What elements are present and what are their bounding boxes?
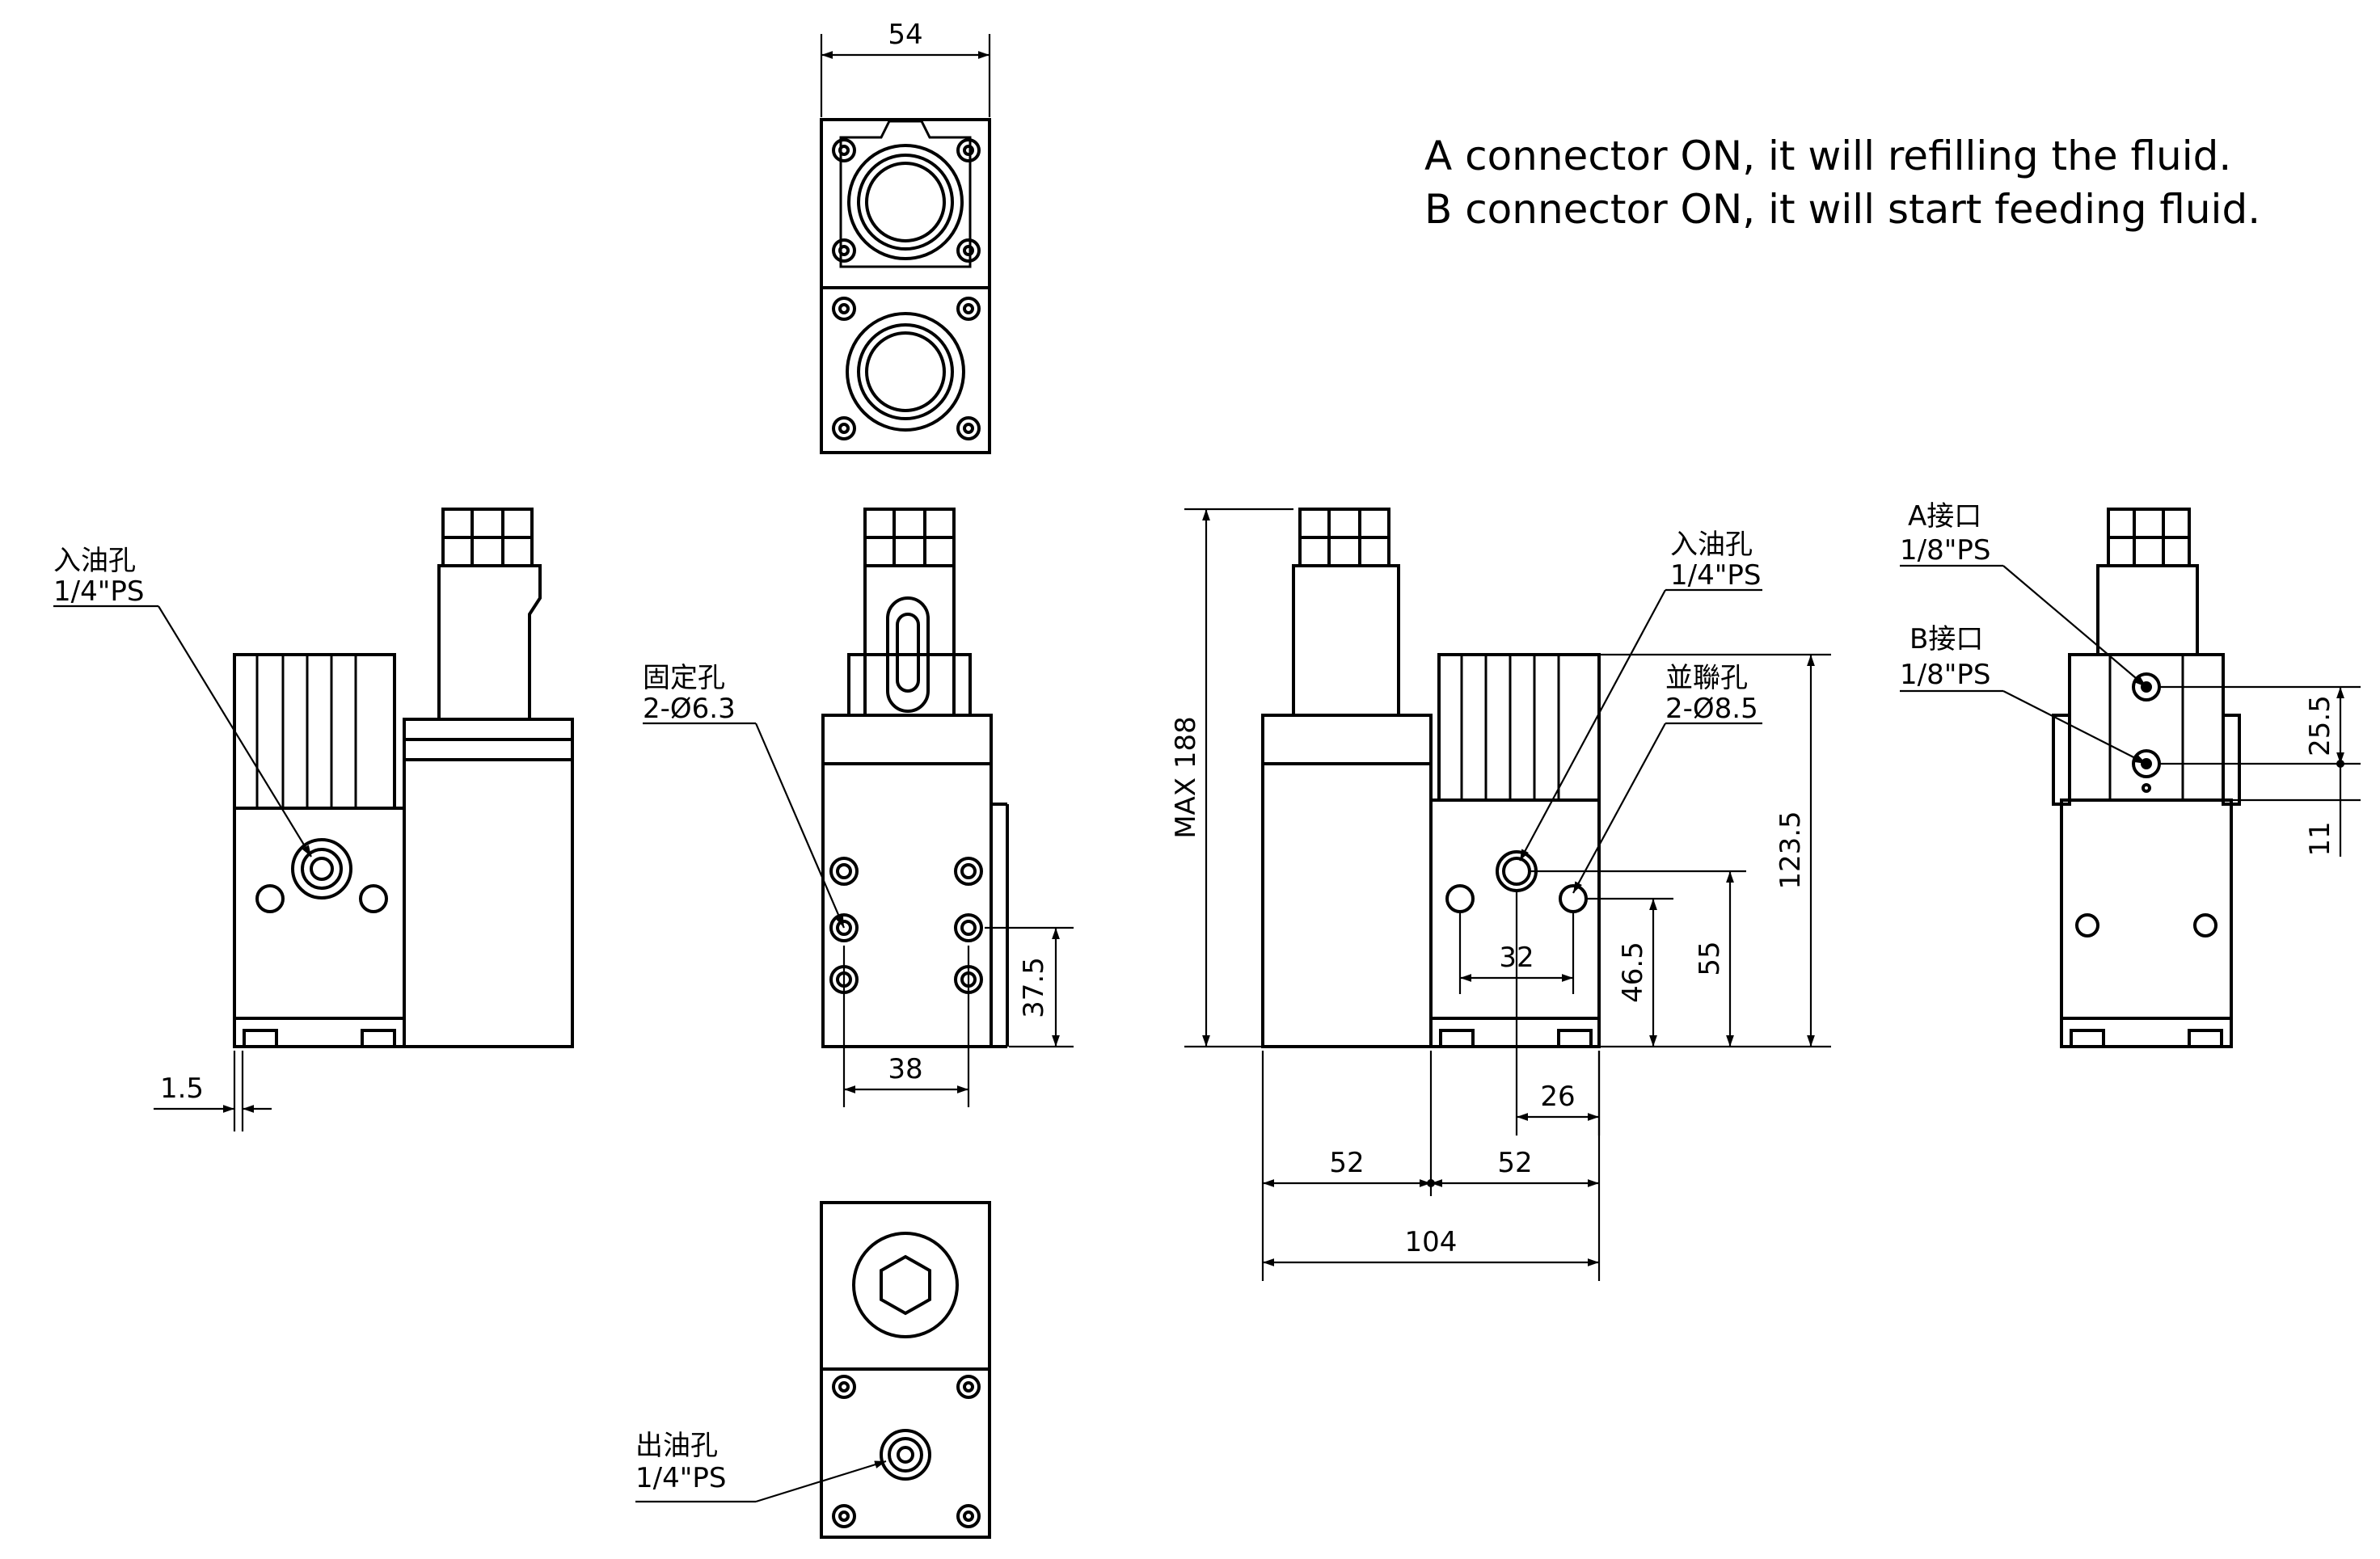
front-view (821, 508, 1009, 1048)
dim-half-width-left: 52 (1329, 1147, 1364, 1179)
dim-port-height-b: 55 (1694, 941, 1726, 975)
dimension-point (1427, 1179, 1435, 1187)
label-outlet-name: 出油孔 (635, 1430, 718, 1462)
dim-connector-spacing: 25.5 (2304, 695, 2336, 756)
top-view (820, 118, 991, 454)
dim-top-width: 54 (888, 19, 922, 51)
label-outlet-spec: 1/4"PS (635, 1462, 726, 1494)
far-right-side-view (2052, 508, 2241, 1048)
label-inlet-front-name: 入油孔 (1670, 529, 1753, 561)
dim-body-height: 123.5 (1774, 811, 1807, 889)
label-connector-a-spec: 1/8"PS (1900, 534, 1990, 567)
dim-hole-height: 37.5 (1018, 957, 1050, 1018)
label-mount-holes-name: 固定孔 (643, 662, 725, 694)
label-inlet-front-spec: 1/4"PS (1670, 559, 1761, 592)
dim-port-spacing: 32 (1499, 942, 1534, 974)
dim-port-offset: 26 (1540, 1081, 1575, 1113)
label-connector-b-spec: 1/8"PS (1900, 659, 1990, 691)
note-connector-a: A connector ON, it will refilling the fl… (1424, 133, 2232, 179)
dim-hole-spacing: 38 (888, 1053, 922, 1085)
dim-connector-bottom: 11 (2304, 821, 2336, 856)
label-inlet-left-spec: 1/4"PS (53, 575, 144, 608)
bottom-view (820, 1201, 991, 1539)
dim-offset: 1.5 (160, 1072, 204, 1105)
note-connector-b: B connector ON, it will start feeding fl… (1424, 186, 2261, 233)
dim-half-width-right: 52 (1497, 1147, 1532, 1179)
right-front-view (1261, 508, 1601, 1048)
label-connector-a-name: A接口 (1908, 500, 1981, 533)
dimension-point (2336, 760, 2344, 768)
dim-max-height: MAX 188 (1170, 716, 1202, 839)
label-inlet-left-name: 入油孔 (53, 545, 136, 577)
label-parallel-holes-spec: 2-Ø8.5 (1665, 693, 1758, 725)
label-mount-holes-spec: 2-Ø6.3 (643, 693, 736, 725)
dim-port-height-a: 46.5 (1617, 942, 1649, 1003)
label-connector-b-name: B接口 (1909, 623, 1983, 655)
left-side-view (233, 508, 574, 1048)
label-parallel-holes-name: 並聯孔 (1665, 662, 1748, 694)
dim-total-width: 104 (1405, 1226, 1458, 1258)
